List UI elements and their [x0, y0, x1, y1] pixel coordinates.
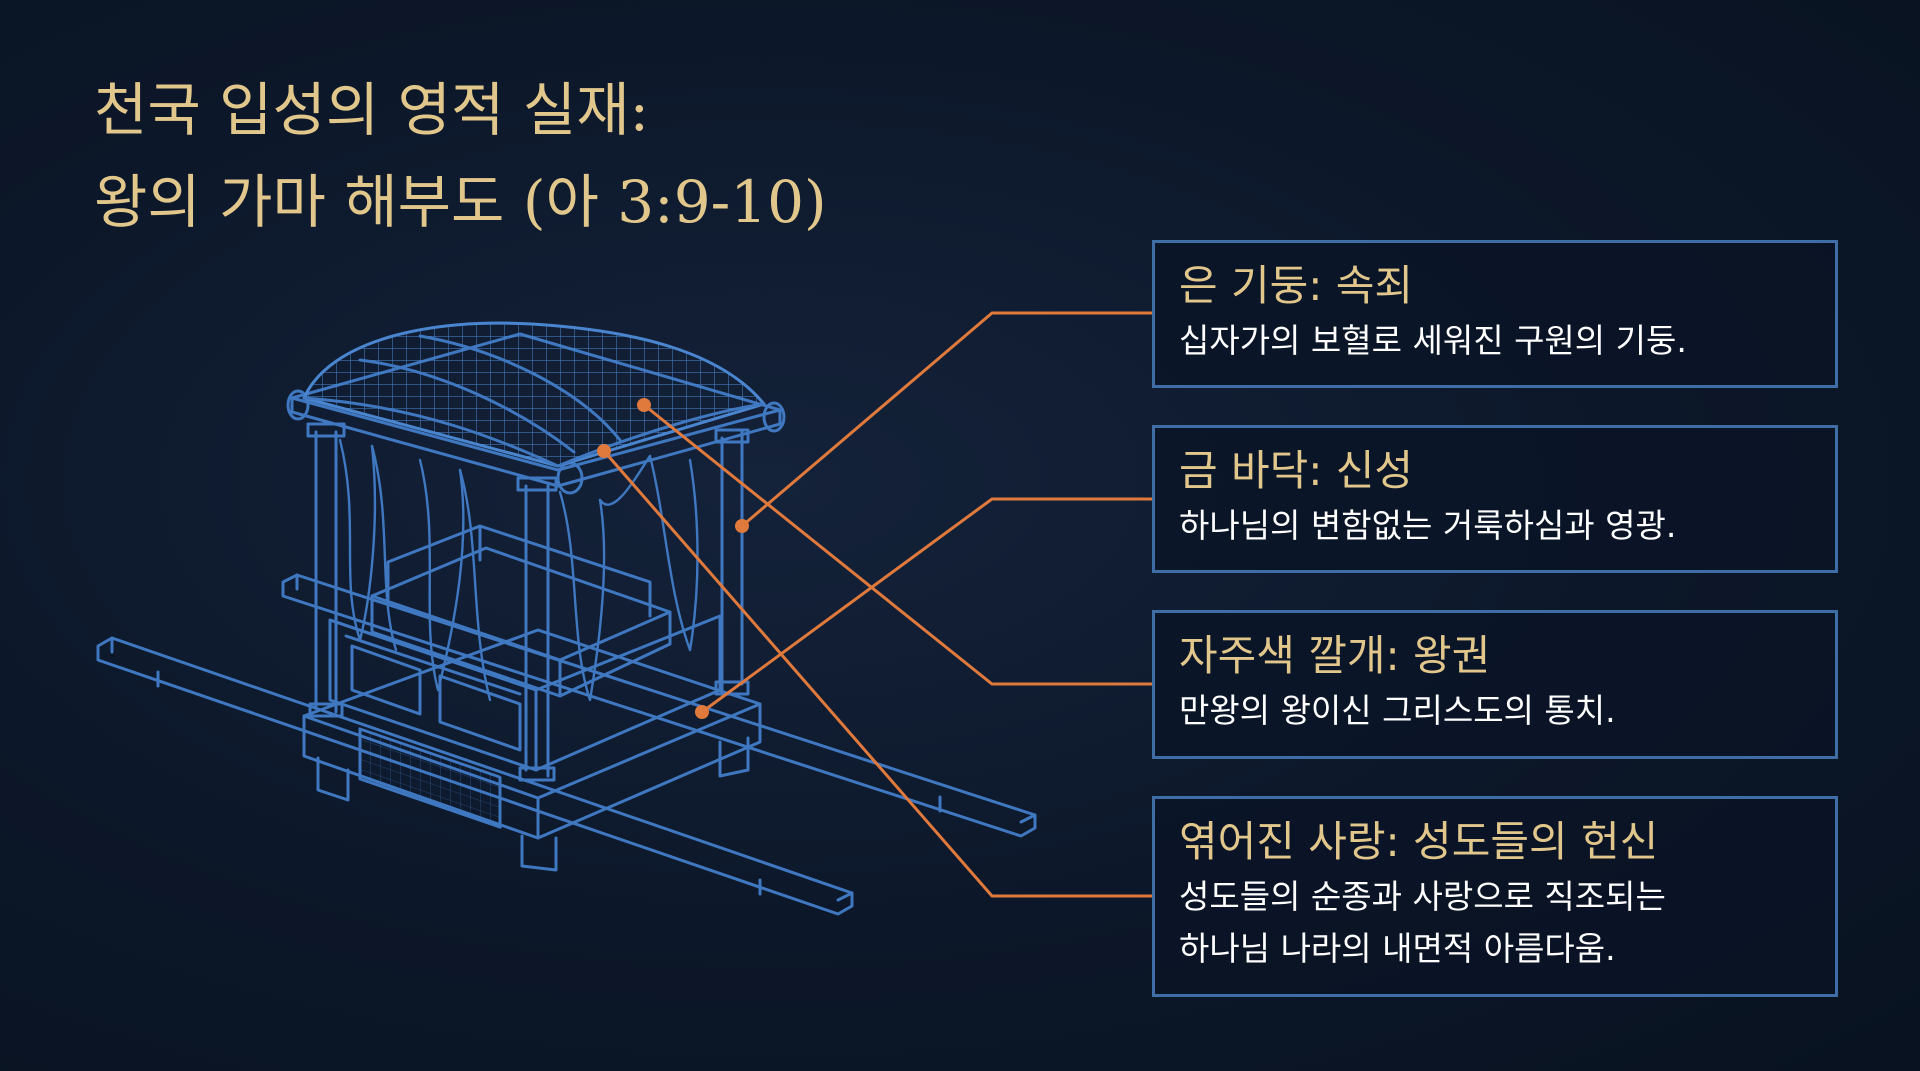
callout-heading: 금 바닥: 신성: [1179, 446, 1414, 495]
callout-gold-floor: 금 바닥: 신성 하나님의 변함없는 거룩하심과 영광.: [1152, 425, 1838, 573]
leader-line-carpet: [643, 403, 1152, 686]
leader-dot-love: [597, 444, 611, 458]
leader-dot-carpet: [637, 398, 651, 412]
carrying-poles: [96, 573, 1037, 916]
callout-body: 성도들의 순종과 사랑으로 직조되는 하나님 나라의 내면적 아름다움.: [1179, 871, 1811, 975]
callout-heading: 자주색 깔개: 왕권: [1179, 631, 1491, 680]
leader-lines: [602, 311, 1152, 898]
leader-dot-pillar: [735, 519, 749, 533]
palanquin-base: [302, 628, 762, 872]
callout-silver-pillars: 은 기둥: 속죄 십자가의 보혈로 세워진 구원의 기둥.: [1152, 240, 1838, 388]
callout-purple-carpet: 자주색 깔개: 왕권 만왕의 왕이신 그리스도의 통치.: [1152, 610, 1838, 759]
callout-body: 만왕의 왕이신 그리스도의 통치.: [1179, 691, 1616, 730]
callout-heading: 은 기둥: 속죄: [1179, 261, 1414, 310]
callout-woven-love: 엮어진 사랑: 성도들의 헌신 성도들의 순종과 사랑으로 직조되는 하나님 나…: [1152, 796, 1838, 997]
palanquin-panels: [328, 614, 722, 772]
canopy-dome: [302, 321, 766, 468]
palanquin-seat: [370, 524, 672, 698]
callout-body-line-1: 성도들의 순종과 사랑으로 직조되는: [1179, 877, 1666, 916]
page-title: 천국 입성의 영적 실재: 왕의 가마 해부도 (아 3:9-10): [94, 64, 827, 248]
title-line-2: 왕의 가마 해부도 (아 3:9-10): [94, 168, 827, 236]
title-line-1: 천국 입성의 영적 실재:: [94, 76, 650, 144]
callout-body: 하나님의 변함없는 거룩하심과 영광.: [1179, 506, 1677, 545]
callout-heading: 엮어진 사랑: 성도들의 헌신: [1179, 817, 1659, 866]
callout-body: 십자가의 보혈로 세워진 구원의 기둥.: [1179, 321, 1687, 360]
silver-pillars: [306, 422, 750, 782]
royal-palanquin-icon: [96, 321, 1037, 916]
leader-dot-floor: [695, 705, 709, 719]
leader-line-love: [602, 450, 1152, 898]
leader-line-floor: [701, 497, 1152, 714]
curtains: [338, 438, 699, 702]
leader-dots: [597, 398, 749, 719]
callout-body-line-2: 하나님 나라의 내면적 아름다움.: [1179, 929, 1616, 968]
leader-line-pillar: [741, 311, 1152, 528]
